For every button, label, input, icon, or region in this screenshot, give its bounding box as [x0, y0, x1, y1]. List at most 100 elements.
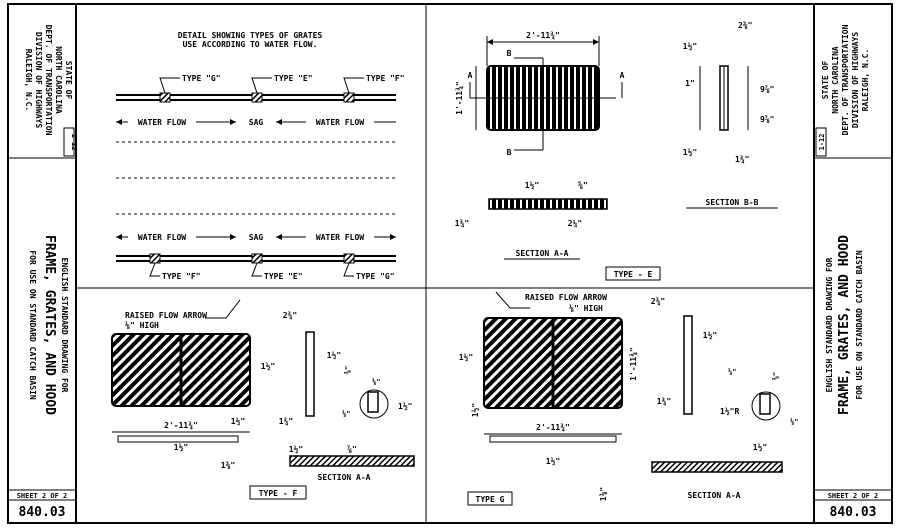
bottom-flow-right: WATER FLOW [316, 233, 364, 242]
sheet-border [7, 3, 893, 524]
e-dim-134: 1¾" [735, 155, 749, 164]
top-type-g: TYPE "G" [182, 74, 221, 83]
e-width: 2'-11¾" [526, 31, 560, 40]
e-b-bottom: B [507, 148, 512, 157]
left-nc: NORTH CAROLINA [54, 46, 63, 114]
f-arrow-2: ⅛" HIGH [125, 320, 159, 330]
g-dim-18a: ⅛" [728, 367, 736, 376]
f-type-label: TYPE - F [259, 489, 298, 498]
f-dim-38: ⅜" [344, 366, 352, 374]
g-dim-18b: ⅛" [790, 417, 798, 426]
right-std3: FOR USE ON STANDARD CATCH BASIN [855, 250, 864, 399]
left-div: DIVISION OF HIGHWAYS [34, 32, 43, 129]
bottom-flow-left: WATER FLOW [138, 233, 186, 242]
g-dim-112b: 1½" [470, 403, 480, 417]
g-dim-112a: 1½" [459, 352, 473, 362]
bottom-type-f: TYPE "F" [162, 272, 201, 281]
left-number: 840.03 [19, 505, 66, 520]
right-std2: FRAME, GRATES, AND HOOD [837, 235, 852, 415]
g-dim-38: ⅜" [772, 372, 780, 380]
f-section-aa [289, 455, 415, 467]
e-dim-978b: 9⅞" [760, 114, 774, 124]
right-number: 840.03 [830, 505, 877, 520]
f-dim-234: 2¾" [283, 311, 297, 320]
right-city: RALEIGH, N.C. [861, 49, 870, 112]
f-dim-138: 1⅜" [221, 460, 235, 470]
g-dim-112r: 1½"R [720, 406, 739, 416]
left-sheet: SHEET 2 OF 2 [17, 492, 68, 500]
e-sec-112: 1½" [525, 180, 539, 190]
g-dim-112c: 1½" [703, 330, 717, 340]
e-dim-1: 1" [685, 79, 695, 88]
top-type-e: TYPE "E" [274, 74, 313, 83]
right-std1: ENGLISH STANDARD DRAWING FOR [825, 257, 834, 392]
f-dim-18b: ⅛" [342, 409, 350, 418]
e-height: 1'-11¾" [455, 81, 464, 115]
left-city: RALEIGH, N.C. [24, 49, 33, 112]
e-dim-978a: 9⅞" [760, 84, 774, 94]
right-title-block: STATE OF NORTH CAROLINA DEPT. OF TRANSPO… [814, 24, 892, 520]
e-type-label: TYPE - E [614, 270, 653, 279]
left-dept: DEPT. OF TRANSPORTATION [44, 25, 53, 136]
detail-grate-usage: DETAIL SHOWING TYPES OF GRATES USE ACCOR… [116, 31, 405, 281]
e-dim-238: 2⅜" [738, 20, 752, 30]
g-width: 2'-11¾" [536, 423, 570, 432]
right-sheet: SHEET 2 OF 2 [828, 492, 879, 500]
detail-title-2: USE ACCORDING TO WATER FLOW. [183, 40, 318, 49]
e-dim-112-bot: 1½" [683, 147, 697, 157]
g-dim-134: 1¾" [657, 397, 671, 406]
top-type-f: TYPE "F" [366, 74, 405, 83]
f-arrow-1: RAISED FLOW ARROW [125, 311, 207, 320]
e-sec-58: ⅝" [578, 180, 588, 190]
g-dim-112d: 1½" [546, 456, 560, 466]
bottom-type-e: TYPE "E" [264, 272, 303, 281]
bottom-type-g: TYPE "G" [356, 272, 395, 281]
left-std2: FRAME, GRATES, AND HOOD [42, 235, 57, 415]
f-dim-112f: 1½" [289, 444, 303, 454]
f-width: 2'-11¾" [164, 421, 198, 430]
type-g-panel: RAISED FLOW ARROW ⅛" HIGH 1½" 1'-11¾" 1½… [459, 291, 798, 506]
g-height: 1'-11¾" [629, 347, 638, 381]
right-nc: NORTH CAROLINA [831, 46, 840, 114]
g-side-section [683, 315, 693, 415]
left-std3: FOR USE ON STANDARD CATCH BASIN [28, 250, 37, 399]
right-div: DIVISION OF HIGHWAYS [851, 32, 860, 129]
g-arrow-2: ⅛" HIGH [569, 303, 603, 313]
e-b-top: B [507, 49, 512, 58]
detail-title-1: DETAIL SHOWING TYPES OF GRATES [178, 31, 323, 40]
right-state: STATE OF [821, 61, 830, 100]
f-dim-134: 1¾" [279, 417, 293, 426]
g-section-aa [651, 461, 783, 473]
f-dim-112d: 1½" [398, 401, 412, 411]
e-a-right: A [620, 71, 625, 80]
e-a-left: A [468, 71, 473, 80]
top-flow-right: WATER FLOW [316, 118, 364, 127]
f-dim-112e: 1½" [174, 442, 188, 452]
g-section-label: SECTION A-A [688, 491, 741, 500]
g-type-label: TYPE G [476, 495, 505, 504]
e-sec-214: 2¼" [568, 219, 582, 228]
left-std1: ENGLISH STANDARD DRAWING FOR [60, 258, 69, 393]
f-section-label: SECTION A-A [318, 473, 371, 482]
bottom-flow-sag: SAG [249, 233, 264, 242]
right-dept: DEPT. OF TRANSPORTATION [841, 24, 850, 135]
g-arrow-1: RAISED FLOW ARROW [525, 293, 607, 302]
left-title-block: STATE OF NORTH CAROLINA DEPT. OF TRANSPO… [8, 25, 78, 520]
type-f-panel: RAISED FLOW ARROW ⅛" HIGH 2'-11¾" 1½" 1½… [111, 299, 415, 500]
e-sec-134: 1¾" [455, 219, 469, 228]
f-dim-112b: 1½" [261, 361, 275, 371]
g-dim-112e: 1½" [753, 442, 767, 452]
left-state: STATE OF [64, 61, 73, 100]
type-e-panel: 2'-11¾" B B A A 1'-11¾" 1½" 1" 9⅞" 9⅞" 2… [455, 20, 778, 281]
g-dim-138: 1⅜" [598, 487, 608, 501]
e-section-bb-label: SECTION B-B [706, 198, 759, 207]
right-date: 1-12 [818, 134, 826, 151]
f-dim-18a: ⅛" [372, 377, 380, 386]
f-side-section [305, 331, 315, 417]
e-section-aa-label: SECTION A-A [516, 249, 569, 258]
f-dim-112a: 1½" [231, 416, 245, 426]
g-dim-234: 2¾" [651, 297, 665, 306]
top-flow-left: WATER FLOW [138, 118, 186, 127]
f-dim-78: ⅞" [347, 444, 357, 454]
